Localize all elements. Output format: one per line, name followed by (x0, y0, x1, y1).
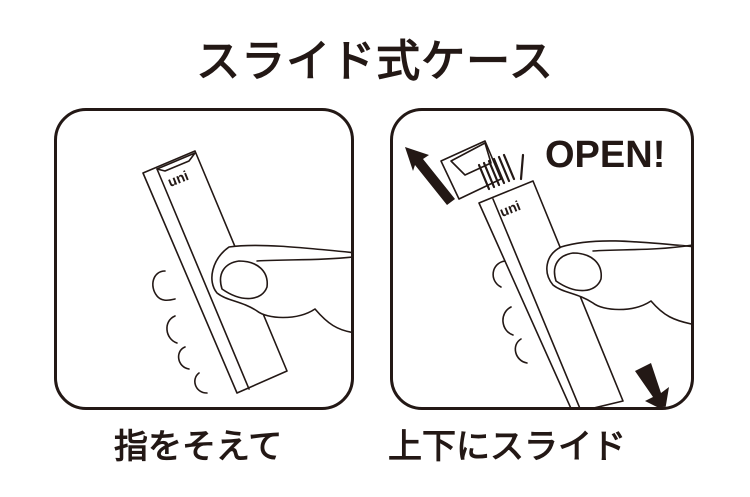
illustration-panel-hold: uni (54, 108, 354, 410)
caption-slide: 上下にスライド (388, 427, 626, 467)
hand-sliding-case-illustration: uni (405, 140, 691, 407)
illustration-panel-slide: uni OPEN! (390, 108, 694, 410)
hand-holding-case-illustration: uni (142, 150, 351, 394)
brand-logo: uni (165, 167, 190, 190)
arrow-down-icon (635, 363, 669, 407)
caption-hold: 指をそえて (114, 427, 283, 467)
brand-logo: uni (497, 197, 522, 220)
arrow-up-icon (405, 147, 455, 205)
page-title: スライド式ケース (196, 36, 554, 87)
slide-arrows (405, 147, 669, 407)
open-callout: OPEN! (545, 134, 666, 176)
